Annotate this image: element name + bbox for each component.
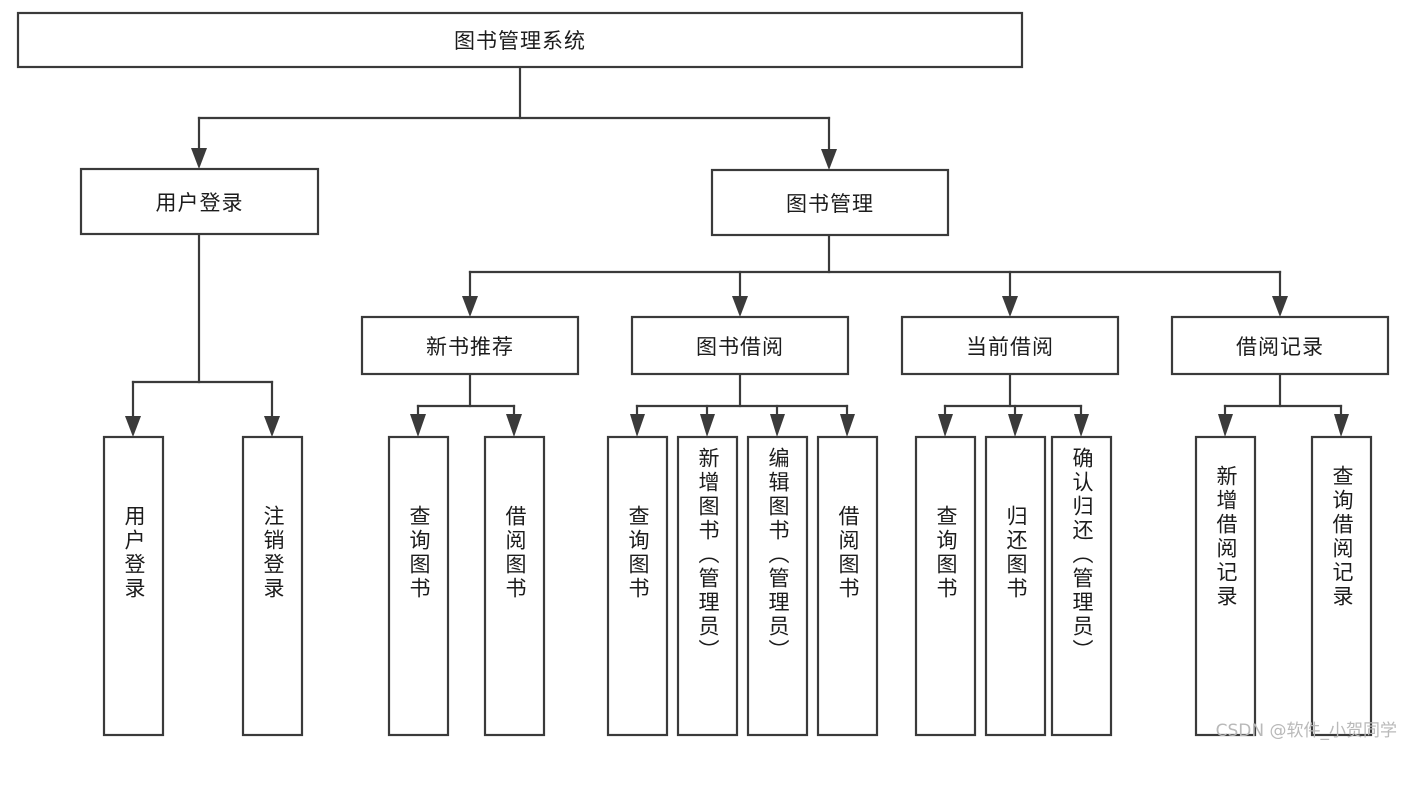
node-current-borrow[interactable] [900,315,1120,376]
arrow-head-icon [1272,296,1288,317]
arrow-head-icon [770,414,785,437]
leaf-confirm-return-admin[interactable] [1050,435,1113,737]
diagram-canvas: 图书管理系统 用户登录 图书管理 新书推荐 图书借阅 当前借阅 借阅记录 用户登… [16,11,1397,741]
tree-diagram-svg [16,11,1390,737]
arrow-head-icon [1218,414,1233,437]
leaf-query-book-recommend[interactable] [387,435,450,737]
arrow-head-icon [264,416,280,437]
arrow-head-icon [506,414,522,437]
leaf-return-book[interactable] [984,435,1047,737]
arrow-head-icon [410,414,426,437]
arrow-head-icon [1002,296,1018,317]
leaf-query-book-current[interactable] [914,435,977,737]
leaf-borrow-book[interactable] [816,435,879,737]
leaf-borrow-book-recommend[interactable] [483,435,546,737]
arrow-head-icon [840,414,855,437]
arrow-head-icon [700,414,715,437]
leaf-query-borrow-record[interactable] [1310,435,1373,737]
leaf-add-book-admin[interactable] [676,435,739,737]
connector-group-root [191,65,837,170]
arrow-head-icon [732,296,748,317]
arrow-head-icon [821,149,837,170]
arrow-head-icon [630,414,645,437]
leaf-user-login[interactable] [102,435,165,737]
leaf-add-borrow-record[interactable] [1194,435,1257,737]
leaf-logout[interactable] [241,435,304,737]
arrow-head-icon [1074,414,1089,437]
arrow-head-icon [125,416,141,437]
connector-group-newbook [410,372,522,437]
connector-group-book-mgmt [462,233,1288,317]
node-new-book-recommend[interactable] [360,315,580,376]
arrow-head-icon [938,414,953,437]
connector-group-user-login [125,232,280,437]
node-user-login[interactable] [79,167,320,236]
connector-group-current [938,372,1089,437]
node-book-borrow[interactable] [630,315,850,376]
arrow-head-icon [191,148,207,169]
connector-group-records [1218,372,1349,437]
arrow-head-icon [1008,414,1023,437]
leaf-query-book-borrow[interactable] [606,435,669,737]
leaf-edit-book-admin[interactable] [746,435,809,737]
node-root-system[interactable] [16,11,1024,69]
node-book-management[interactable] [710,168,950,237]
arrow-head-icon [1334,414,1349,437]
connector-group-borrow [630,372,855,437]
arrow-head-icon [462,296,478,317]
node-borrow-records[interactable] [1170,315,1390,376]
